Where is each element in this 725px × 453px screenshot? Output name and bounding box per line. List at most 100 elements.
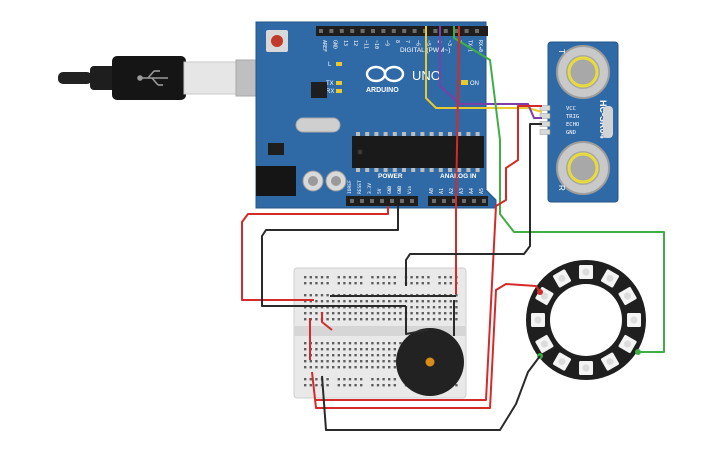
breadboard-hole: [371, 366, 374, 369]
breadboard-hole: [360, 318, 363, 321]
reset-button: [271, 35, 283, 47]
breadboard-hole: [371, 318, 374, 321]
breadboard-hole: [354, 312, 357, 315]
jumper-red-1: [321, 312, 333, 331]
chip-pin: [402, 132, 406, 136]
top-pin-label: RX◂0: [477, 40, 483, 52]
chip-pin: [457, 132, 462, 136]
breadboard-hole: [354, 342, 357, 345]
neopixel-ring: [526, 260, 646, 380]
breadboard-hole: [455, 318, 458, 321]
wire-red-sensor-vcc: [316, 105, 542, 401]
top-pin-label: 12: [352, 40, 358, 46]
breadboard-hole: [382, 276, 385, 279]
usb-chip: [311, 82, 327, 98]
power-pin-label: RESET: [357, 180, 363, 194]
top-pin-label: ~3: [446, 40, 452, 46]
receiver-mesh: [566, 151, 600, 185]
breadboard-hole: [444, 312, 447, 315]
breadboard-hole: [421, 276, 424, 279]
breadboard-hole: [337, 306, 340, 309]
breadboard-hole: [449, 318, 452, 321]
voltage-regulator: [268, 143, 284, 155]
chip-pin: [466, 132, 471, 136]
top-pin-hole: [350, 29, 355, 33]
neopixel-led-die: [558, 358, 566, 366]
breadboard-hole: [410, 300, 413, 303]
breadboard-hole: [332, 360, 335, 363]
breadboard-hole: [376, 384, 380, 387]
tx-led: [336, 81, 342, 85]
breadboard-hole: [365, 312, 368, 315]
top-pin-hole: [464, 29, 469, 33]
chip-pin: [448, 168, 452, 172]
analog-pin-hole: [452, 199, 456, 203]
breadboard-hole: [337, 366, 340, 369]
wire-purple-echo: [439, 26, 542, 119]
breadboard-hole: [332, 300, 335, 303]
power-pin-label: IOREF: [347, 180, 353, 194]
breadboard-hole: [326, 300, 329, 303]
atmega-chip: [352, 136, 484, 168]
breadboard-hole: [320, 300, 324, 303]
breadboard-hole: [432, 318, 436, 321]
breadboard-hole: [455, 300, 458, 303]
breadboard-hole: [348, 378, 352, 381]
breadboard-hole: [438, 300, 441, 303]
breadboard-hole: [376, 348, 380, 351]
ring-leds: [531, 265, 641, 375]
breadboard-hole: [354, 378, 357, 381]
transmitter-mesh: [566, 55, 600, 89]
breadboard-hole: [337, 300, 340, 303]
breadboard-hole: [332, 312, 335, 315]
top-pin-label: 4: [435, 40, 441, 43]
breadboard-hole: [332, 366, 335, 369]
breadboard-hole: [348, 342, 352, 345]
breadboard-hole: [365, 342, 368, 345]
breadboard-center-channel: [294, 326, 466, 336]
top-pin-hole: [454, 29, 459, 33]
breadboard-hole: [354, 354, 357, 357]
breadboard-hole: [343, 276, 346, 279]
power-pin-label: 5V: [377, 188, 383, 194]
breadboard-hole: [315, 276, 318, 279]
breadboard-hole: [382, 348, 385, 351]
breadboard-hole: [371, 282, 374, 285]
breadboard-hole: [455, 306, 458, 309]
breadboard-hole: [326, 354, 329, 357]
breadboard-hole: [337, 384, 340, 387]
usb-port: [235, 59, 259, 97]
breadboard-hole: [371, 348, 374, 351]
wire-red-pin: [455, 26, 460, 294]
breadboard-hole: [332, 306, 335, 309]
breadboard-hole: [388, 366, 391, 369]
breadboard-hole: [393, 378, 396, 381]
breadboard-hole: [354, 348, 357, 351]
breadboard-hole: [444, 318, 447, 321]
top-pin-label: AREF: [321, 40, 327, 52]
neopixel-led-die: [534, 316, 542, 324]
top-pin-hole: [319, 29, 323, 33]
top-pin-label: 13: [342, 40, 348, 46]
capacitor-2-top: [331, 176, 341, 186]
breadboard-hole: [388, 312, 391, 315]
sensor-crystal: [603, 106, 613, 138]
breadboard-hole: [309, 294, 312, 297]
analog-pin-label: A2: [449, 188, 455, 194]
breadboard-hole: [410, 312, 413, 315]
breadboard-hole: [421, 318, 424, 321]
breadboard-hole: [315, 294, 318, 297]
breadboard-hole: [360, 384, 363, 387]
breadboard-hole: [337, 360, 340, 363]
breadboard-hole: [421, 306, 424, 309]
breadboard-hole: [360, 354, 363, 357]
breadboard-hole: [427, 306, 430, 309]
breadboard-hole: [354, 360, 357, 363]
neopixel-led-die: [624, 292, 632, 300]
analog-pin-hole: [482, 199, 486, 203]
chip-pin: [457, 168, 462, 172]
usb-plug-collar: [90, 66, 116, 90]
breadboard-hole: [348, 354, 352, 357]
